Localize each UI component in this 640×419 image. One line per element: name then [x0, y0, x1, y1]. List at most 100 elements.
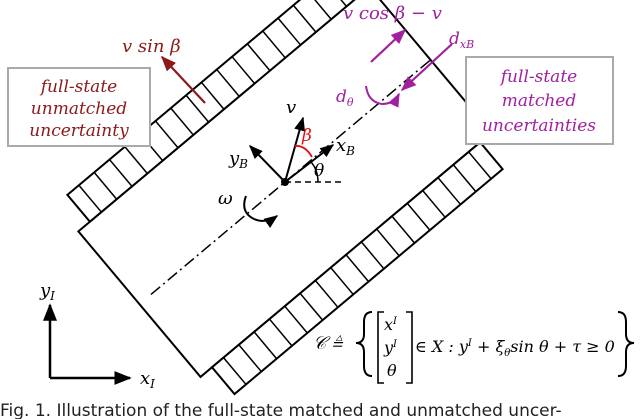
v-sin-beta-label: v sin β: [122, 36, 181, 57]
figure-caption: Fig. 1. Illustration of the full-state m…: [0, 401, 562, 419]
track-tread-segment: [360, 241, 385, 270]
matched-box-line1: full-state: [499, 67, 577, 87]
track-tread-segment: [284, 305, 308, 334]
track-tread-segment: [231, 56, 256, 84]
track-tread-segment: [468, 151, 492, 180]
track-tread-segment: [93, 171, 118, 200]
theta-arc: [310, 161, 319, 183]
d-theta-label: dθ: [336, 87, 354, 109]
unmatched-uncertainty-box: [7, 67, 151, 147]
vector-right-bracket: [406, 311, 413, 384]
track-tread-segment: [299, 292, 324, 321]
unmatched-box-line1: full-state: [39, 77, 117, 97]
track-tread-segment: [314, 280, 339, 308]
d-theta-rotation-arc: [365, 85, 400, 108]
yB-label: yB: [228, 148, 248, 171]
track-tread-segment: [422, 190, 446, 218]
track-tread-segment: [200, 81, 225, 110]
beta-label: β: [301, 126, 312, 146]
track-tread-segment: [345, 254, 370, 283]
set-right-brace: [617, 311, 635, 377]
xI-label: xI: [140, 368, 155, 391]
robot-body: [65, 0, 505, 396]
yI-label-sub: I: [49, 289, 55, 303]
omega-rotation-arc: [243, 195, 279, 228]
track-tread-segment: [292, 4, 317, 33]
track-tread-segment: [268, 318, 293, 347]
set-condition-sup: I: [467, 338, 473, 349]
track-lower: [210, 140, 505, 396]
d-xB-label-sub: xB: [460, 38, 474, 51]
xB-label-main: x: [336, 135, 346, 156]
yB-label-sub: B: [238, 157, 248, 171]
set-condition-main: ∈ X : y: [415, 337, 469, 356]
set-condition-sub: θ: [504, 348, 510, 359]
unmatched-box-line3: uncertainty: [29, 121, 129, 141]
yI-label-main: y: [39, 280, 51, 301]
v-cos-beta-minus-v-label: v cos β − v: [343, 3, 442, 24]
v-sin-beta-arrow: [160, 55, 206, 104]
track-tread-segment: [222, 357, 247, 385]
track-tread-segment: [406, 202, 431, 231]
d-xB-arrow: [400, 43, 453, 92]
set-left-brace: [355, 311, 373, 377]
d-theta-label-main: d: [336, 87, 347, 107]
track-tread-segment: [216, 69, 240, 97]
matched-uncertainty-box: [465, 56, 614, 145]
track-tread-segment: [185, 94, 210, 123]
v-cos-beta-minus-v-arrow: [370, 28, 407, 63]
track-tread-segment: [262, 30, 286, 59]
track-tread-segment: [323, 0, 348, 7]
set-condition-tail: sin θ + τ ≥ 0: [510, 337, 615, 356]
d-xB-label-main: d: [449, 29, 460, 49]
set-condition: ∈ X : yI + ξθsin θ + τ ≥ 0: [415, 337, 615, 359]
track-tread-segment: [108, 159, 133, 187]
vector-left-bracket: [377, 311, 384, 384]
xB-label-sub: B: [345, 144, 355, 158]
track-tread-segment: [253, 331, 278, 360]
xI-label-main: x: [140, 368, 150, 389]
track-tread-segment: [170, 107, 194, 136]
track-tread-segment: [437, 177, 462, 205]
theta-label: θ: [314, 161, 324, 181]
safe-set-definition: 𝒞 ≜ xI yI θ ∈ X : yI + ξθsin θ + τ ≥ 0: [313, 311, 635, 384]
matched-box-line2: matched: [502, 91, 577, 111]
yB-label-main: y: [228, 148, 240, 169]
track-tread-segment: [277, 17, 302, 46]
track-tread-segment: [391, 215, 416, 244]
yI-label: yI: [39, 280, 55, 303]
velocity-label: v: [286, 97, 296, 118]
set-condition-rest: + ξ: [472, 337, 506, 356]
vector-row1-sup: I: [392, 316, 398, 327]
vector-row1: xI: [384, 315, 398, 334]
vector-row1-main: x: [384, 315, 393, 334]
track-upper: [65, 0, 360, 224]
robot-center-point: [281, 178, 289, 186]
vector-row3: θ: [387, 361, 397, 380]
xB-label: xB: [336, 135, 355, 158]
track-tread-segment: [246, 43, 271, 72]
d-theta-label-sub: θ: [347, 96, 354, 109]
xB-axis-arrow: [284, 144, 335, 183]
track-tread-segment: [330, 267, 354, 295]
track-tread-segment: [376, 228, 400, 257]
track-tread-segment: [238, 344, 262, 373]
xI-label-sub: I: [149, 377, 155, 391]
yB-axis-arrow: [249, 144, 286, 183]
omega-label: ω: [218, 188, 233, 209]
track-tread-segment: [78, 184, 102, 213]
vector-row2-sup: I: [392, 339, 398, 350]
beta-arc: [294, 145, 313, 158]
matched-box-line3: uncertainties: [482, 116, 596, 136]
track-tread-segment: [154, 120, 179, 149]
track-tread-segment: [452, 164, 477, 193]
unmatched-box-line2: unmatched: [31, 99, 128, 119]
velocity-arrow: [284, 116, 305, 183]
vector-row2-main: y: [383, 338, 394, 357]
set-lhs: 𝒞 ≜: [313, 333, 344, 354]
track-tread-segment: [124, 146, 148, 174]
d-xB-label: dxB: [449, 29, 474, 51]
vector-row2: yI: [383, 338, 398, 357]
track-tread-segment: [308, 0, 332, 20]
